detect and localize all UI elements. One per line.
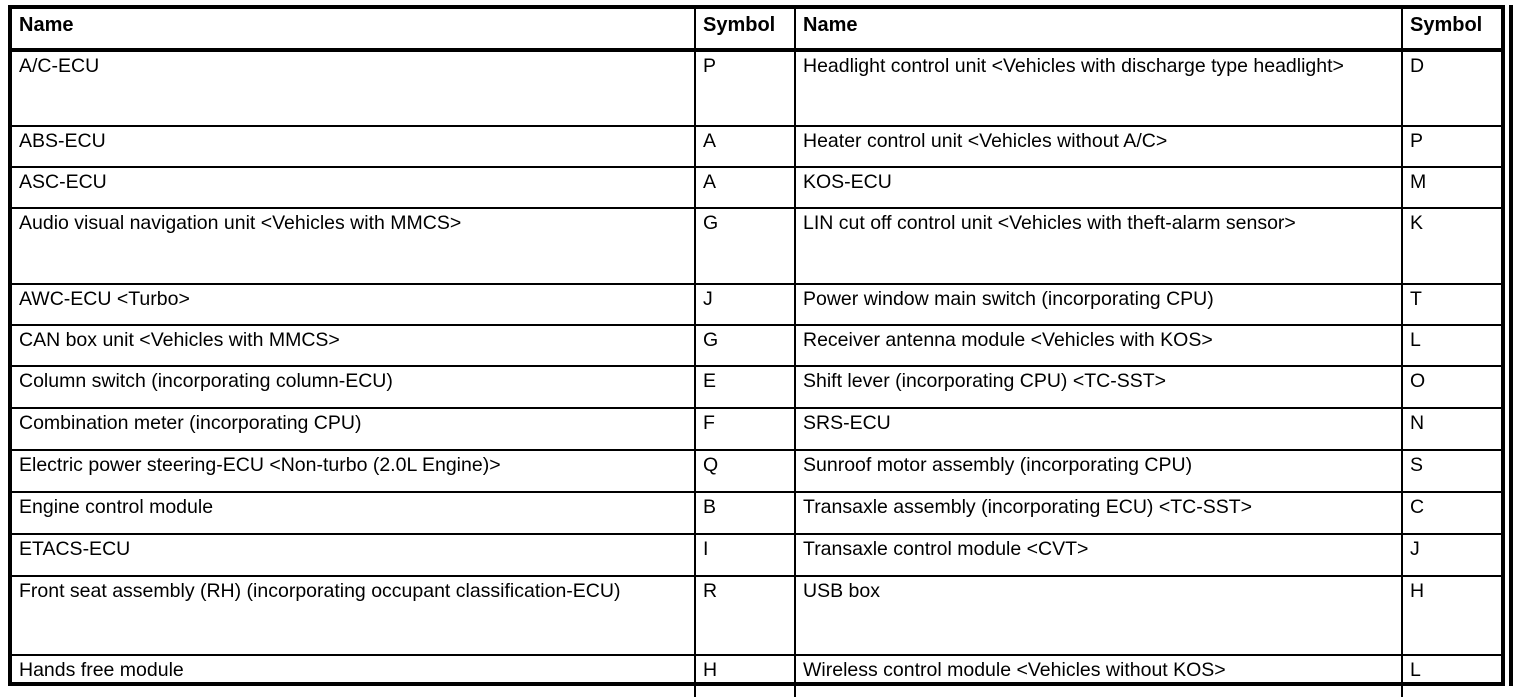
column-header-symbol-right: Symbol xyxy=(1401,9,1501,52)
cell-symbol-left: G xyxy=(694,207,796,285)
cell-symbol-right: P xyxy=(1401,125,1501,168)
cell-symbol-right: L xyxy=(1401,324,1501,367)
cell-symbol-right: N xyxy=(1401,407,1501,451)
table-row: Front seat assembly (RH) (incorporating … xyxy=(12,575,1501,656)
cell-name-left: Hands free module xyxy=(12,654,696,697)
cell-name-left: A/C-ECU xyxy=(12,49,696,127)
cell-symbol-left: P xyxy=(694,49,796,127)
column-header-name-left: Name xyxy=(12,9,696,52)
cell-name-left: Engine control module xyxy=(12,491,696,535)
column-header-symbol-left: Symbol xyxy=(694,9,796,52)
cell-name-right: Transaxle assembly (incorporating ECU) <… xyxy=(794,491,1403,535)
cell-name-right: Power window main switch (incorporating … xyxy=(794,283,1403,326)
header-row: Name Symbol Name Symbol xyxy=(12,9,1501,52)
cell-symbol-right: K xyxy=(1401,207,1501,285)
cell-name-left: ETACS-ECU xyxy=(12,533,696,577)
cell-name-left: Electric power steering-ECU <Non-turbo (… xyxy=(12,449,696,493)
cell-symbol-left: Q xyxy=(694,449,796,493)
cell-symbol-left: J xyxy=(694,283,796,326)
cell-name-left: CAN box unit <Vehicles with MMCS> xyxy=(12,324,696,367)
cell-name-left: AWC-ECU <Turbo> xyxy=(12,283,696,326)
table-outer-right-rule xyxy=(1509,5,1513,686)
cell-name-left: Combination meter (incorporating CPU) xyxy=(12,407,696,451)
cell-symbol-right: L xyxy=(1401,654,1501,697)
cell-symbol-left: F xyxy=(694,407,796,451)
table-row: Audio visual navigation unit <Vehicles w… xyxy=(12,207,1501,285)
cell-name-right: Sunroof motor assembly (incorporating CP… xyxy=(794,449,1403,493)
cell-name-left: Column switch (incorporating column-ECU) xyxy=(12,365,696,409)
cell-name-right: LIN cut off control unit <Vehicles with … xyxy=(794,207,1403,285)
cell-name-left: ASC-ECU xyxy=(12,166,696,209)
cell-name-right: Heater control unit <Vehicles without A/… xyxy=(794,125,1403,168)
cell-name-right: Receiver antenna module <Vehicles with K… xyxy=(794,324,1403,367)
cell-symbol-left: B xyxy=(694,491,796,535)
cell-symbol-left: R xyxy=(694,575,796,656)
cell-symbol-left: H xyxy=(694,654,796,697)
cell-symbol-right: H xyxy=(1401,575,1501,656)
cell-name-right: Shift lever (incorporating CPU) <TC-SST> xyxy=(794,365,1403,409)
cell-name-right: Transaxle control module <CVT> xyxy=(794,533,1403,577)
cell-symbol-left: G xyxy=(694,324,796,367)
cell-name-left: Audio visual navigation unit <Vehicles w… xyxy=(12,207,696,285)
cell-symbol-right: O xyxy=(1401,365,1501,409)
cell-symbol-left: A xyxy=(694,125,796,168)
cell-name-right: KOS-ECU xyxy=(794,166,1403,209)
cell-symbol-right: J xyxy=(1401,533,1501,577)
cell-symbol-right: T xyxy=(1401,283,1501,326)
cell-name-left: ABS-ECU xyxy=(12,125,696,168)
cell-symbol-right: C xyxy=(1401,491,1501,535)
cell-symbol-right: D xyxy=(1401,49,1501,127)
cell-name-right: SRS-ECU xyxy=(794,407,1403,451)
column-header-name-right: Name xyxy=(794,9,1403,52)
cell-symbol-left: I xyxy=(694,533,796,577)
cell-symbol-right: M xyxy=(1401,166,1501,209)
cell-name-right: Headlight control unit <Vehicles with di… xyxy=(794,49,1403,127)
cell-symbol-left: E xyxy=(694,365,796,409)
cell-name-left: Front seat assembly (RH) (incorporating … xyxy=(12,575,696,656)
table-row: Electric power steering-ECU <Non-turbo (… xyxy=(12,449,1501,493)
table-row: Column switch (incorporating column-ECU)… xyxy=(12,365,1501,409)
cell-symbol-left: A xyxy=(694,166,796,209)
cell-name-right: USB box xyxy=(794,575,1403,656)
table-header: Name Symbol Name Symbol xyxy=(12,9,1501,52)
cell-symbol-right: S xyxy=(1401,449,1501,493)
cell-name-right: Wireless control module <Vehicles withou… xyxy=(794,654,1403,697)
